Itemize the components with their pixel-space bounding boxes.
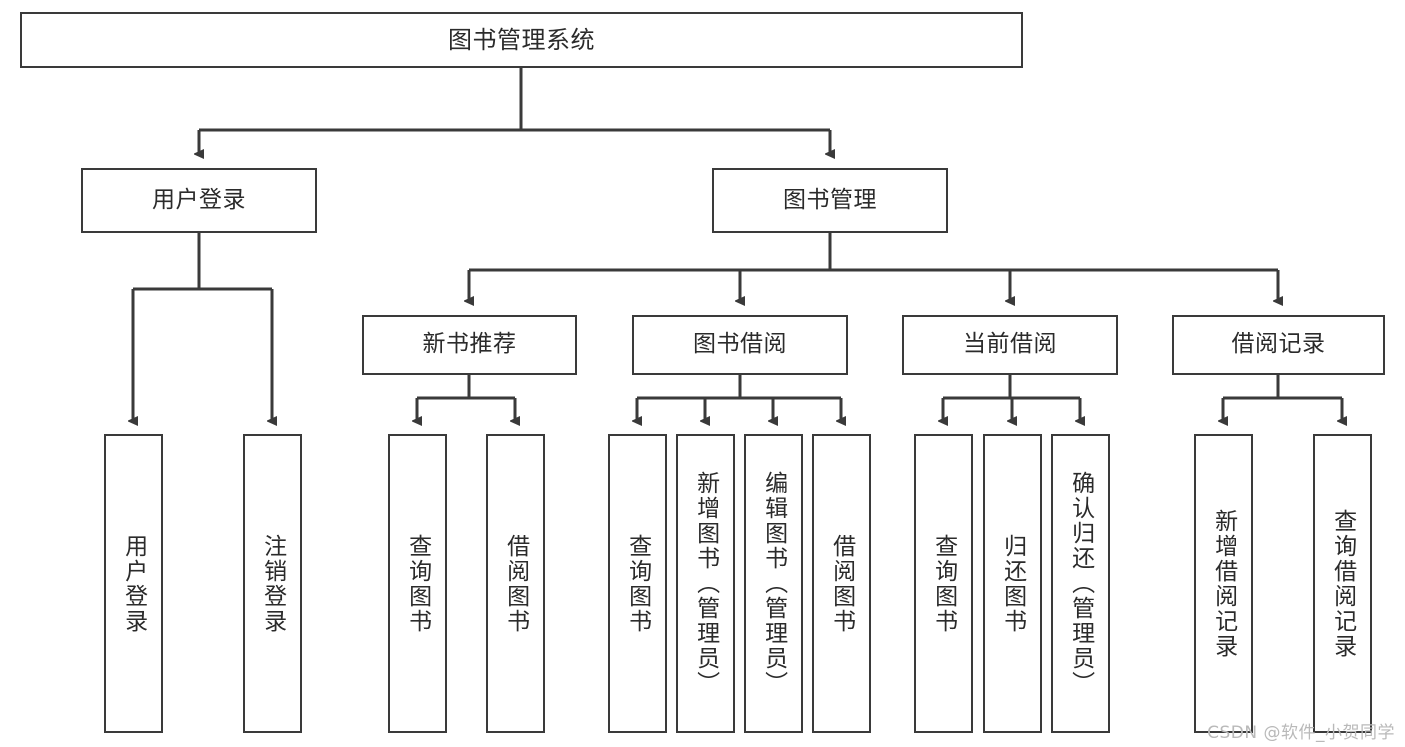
node-leaf-add-record[interactable]: 新增借阅记录 — [1194, 434, 1253, 733]
node-leaf-query-book-1[interactable]: 查询图书 — [388, 434, 447, 733]
node-book-manage-label: 图书管理 — [783, 186, 877, 213]
node-leaf-query-record[interactable]: 查询借阅记录 — [1313, 434, 1372, 733]
node-leaf-borrow-book-2-label: 借阅图书 — [828, 533, 855, 634]
node-new-book-recommend-label: 新书推荐 — [422, 331, 517, 358]
node-leaf-add-book[interactable]: 新增图书（管理员） — [676, 434, 735, 733]
node-user-login-label: 用户登录 — [152, 186, 246, 213]
node-borrow-record[interactable]: 借阅记录 — [1172, 315, 1385, 375]
node-leaf-query-book-2[interactable]: 查询图书 — [608, 434, 667, 733]
node-leaf-borrow-book-1[interactable]: 借阅图书 — [486, 434, 545, 733]
csdn-watermark: CSDN @软件_小贺同学 — [1207, 723, 1395, 743]
node-root-label: 图书管理系统 — [448, 25, 595, 54]
node-leaf-query-book-3-label: 查询图书 — [930, 533, 957, 634]
node-leaf-user-login[interactable]: 用户登录 — [104, 434, 163, 733]
node-leaf-confirm-return[interactable]: 确认归还（管理员） — [1051, 434, 1110, 733]
node-leaf-add-book-label: 新增图书（管理员） — [692, 471, 719, 696]
node-borrow-record-label: 借阅记录 — [1231, 331, 1326, 358]
node-current-borrow-label: 当前借阅 — [963, 331, 1057, 358]
node-leaf-query-book-1-label: 查询图书 — [404, 533, 431, 634]
node-leaf-confirm-return-label: 确认归还（管理员） — [1067, 471, 1094, 696]
node-leaf-borrow-book-2[interactable]: 借阅图书 — [812, 434, 871, 733]
node-new-book-recommend[interactable]: 新书推荐 — [362, 315, 577, 375]
node-root[interactable]: 图书管理系统 — [20, 12, 1023, 68]
node-leaf-user-logout-label: 注销登录 — [259, 533, 286, 634]
node-leaf-return-book-label: 归还图书 — [999, 533, 1026, 634]
node-leaf-user-logout[interactable]: 注销登录 — [243, 434, 302, 733]
node-leaf-user-login-label: 用户登录 — [120, 533, 147, 634]
node-leaf-edit-book[interactable]: 编辑图书（管理员） — [744, 434, 803, 733]
node-book-borrow[interactable]: 图书借阅 — [632, 315, 848, 375]
node-leaf-edit-book-label: 编辑图书（管理员） — [760, 471, 787, 696]
node-leaf-query-book-3[interactable]: 查询图书 — [914, 434, 973, 733]
node-book-manage[interactable]: 图书管理 — [712, 168, 948, 233]
node-leaf-return-book[interactable]: 归还图书 — [983, 434, 1042, 733]
node-book-borrow-label: 图书借阅 — [693, 331, 787, 358]
node-current-borrow[interactable]: 当前借阅 — [902, 315, 1118, 375]
node-leaf-add-record-label: 新增借阅记录 — [1210, 508, 1237, 659]
node-user-login[interactable]: 用户登录 — [81, 168, 317, 233]
node-leaf-borrow-book-1-label: 借阅图书 — [502, 533, 529, 634]
node-leaf-query-record-label: 查询借阅记录 — [1329, 508, 1356, 659]
node-leaf-query-book-2-label: 查询图书 — [624, 533, 651, 634]
